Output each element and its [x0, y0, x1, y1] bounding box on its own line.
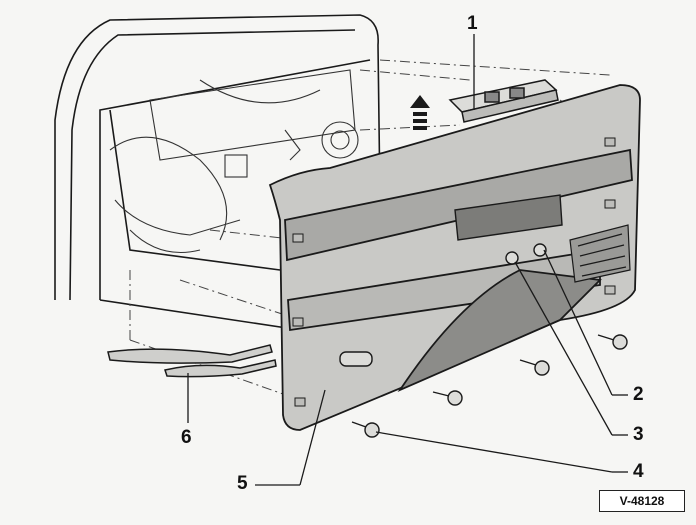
door-inner-mechanism — [109, 69, 359, 254]
trim-clips — [292, 137, 616, 407]
callout-5: 5 — [237, 473, 248, 494]
trim-screws — [351, 243, 628, 438]
door-trim-panel — [268, 84, 641, 431]
leader-lines — [187, 34, 628, 486]
window-switch-unit — [448, 79, 559, 123]
removal-tool — [107, 344, 277, 378]
interior-release-lever — [339, 351, 373, 367]
speaker-grille — [569, 224, 631, 283]
alignment-lines — [129, 59, 611, 401]
callout-6: 6 — [181, 427, 192, 448]
reference-code-label: V-48128 — [599, 490, 685, 512]
callout-1: 1 — [467, 13, 478, 34]
callout-4: 4 — [633, 461, 644, 482]
door-body-frame — [54, 14, 381, 331]
callout-3: 3 — [633, 424, 644, 445]
door-handle-recess — [454, 194, 563, 241]
lift-direction-arrow — [410, 95, 430, 130]
callout-2: 2 — [633, 384, 644, 405]
